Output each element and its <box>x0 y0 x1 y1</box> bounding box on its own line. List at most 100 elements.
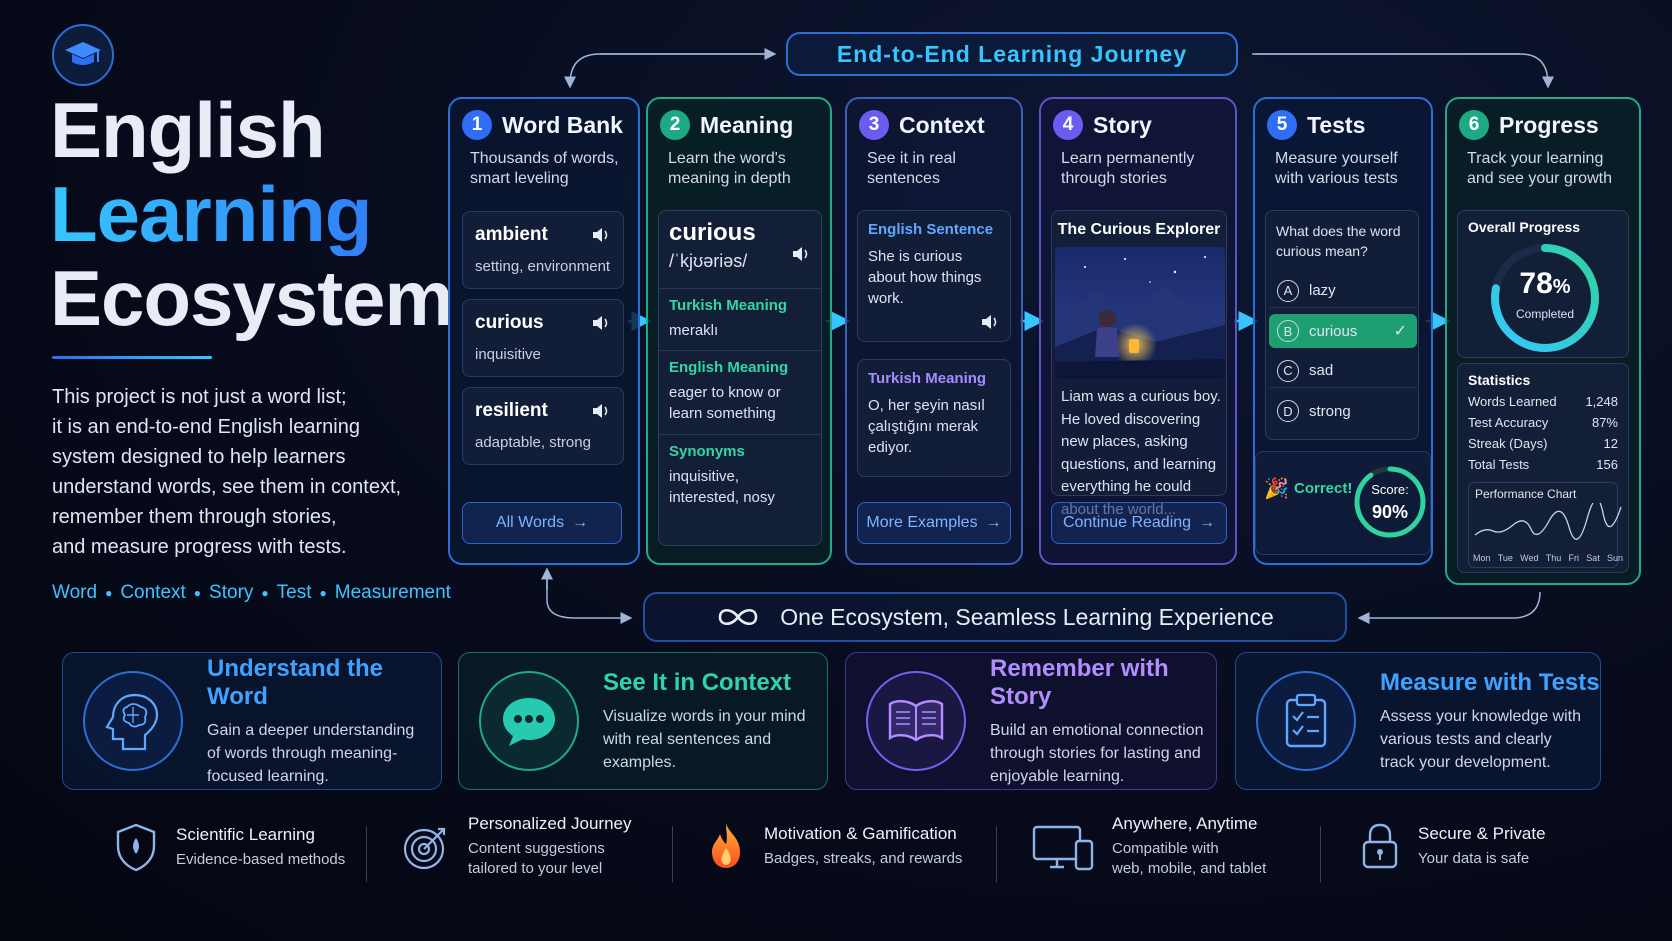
feature-desc-line: with real sentences and <box>603 730 772 748</box>
stat-value: 87% <box>1591 415 1618 430</box>
continue-reading-button[interactable]: Continue Reading → <box>1051 502 1227 544</box>
bottom-desc-line: tailored to your level <box>468 860 603 877</box>
speaker-icon[interactable] <box>591 314 611 332</box>
statistics-label: Statistics <box>1468 372 1531 388</box>
option-text: curious <box>1309 322 1358 340</box>
stat-row: Total Tests 156 <box>1468 457 1618 472</box>
target-icon <box>403 827 446 869</box>
hero-title-line2: Learning <box>50 172 453 256</box>
word-term: resilient <box>475 400 548 421</box>
overall-progress-box: Overall Progress 78% Completed <box>1457 210 1629 358</box>
tag-measurement: Measurement <box>334 582 451 603</box>
hero-description: This project is not just a word list; it… <box>52 382 432 562</box>
speaker-icon[interactable] <box>980 313 1000 331</box>
tag-test: Test <box>276 582 312 603</box>
hero-desc-line: system designed to help learners <box>52 446 346 468</box>
hero-tags: Word●Context●Story●Test●Measurement <box>52 582 451 604</box>
quiz-option-a[interactable]: A lazy <box>1269 274 1417 308</box>
option-letter: D <box>1277 400 1299 422</box>
speaker-icon[interactable] <box>591 402 611 420</box>
speaker-icon[interactable] <box>791 245 811 263</box>
feature-icon-circle <box>479 671 579 771</box>
bottom-title: Scientific Learning <box>176 824 315 844</box>
step-number: 5 <box>1267 110 1297 140</box>
result-box: 🎉 Correct! Score: 90% <box>1255 451 1431 555</box>
bottom-desc-line: Evidence-based methods <box>176 850 346 868</box>
turkish-meaning-value: meraklı <box>669 322 719 339</box>
feature-desc-line: of words through meaning- <box>207 744 398 762</box>
stat-value: 156 <box>1596 457 1618 472</box>
hero-title-line3: Ecosystem <box>50 254 454 342</box>
feature-desc-line: focused learning. <box>207 767 329 785</box>
hero-title-line1: English <box>50 86 326 174</box>
meaning-word-section: curious /ˈkjʊəriəs/ <box>659 211 821 289</box>
english-meaning-value: eager to know or learn something <box>669 384 781 422</box>
turkish-sentence-label: Turkish Meaning <box>868 370 987 387</box>
bottom-title: Secure & Private <box>1418 823 1546 843</box>
party-popper-icon: 🎉 <box>1264 478 1289 500</box>
divider <box>366 826 367 882</box>
divider <box>672 826 673 882</box>
button-label: Continue Reading <box>1062 514 1192 531</box>
night-scene-illustration <box>1055 247 1225 379</box>
option-letter: C <box>1277 359 1299 382</box>
step-number: 1 <box>462 110 492 140</box>
more-examples-button[interactable]: More Examples → <box>857 502 1011 544</box>
step-title: Context <box>899 111 985 138</box>
all-words-button[interactable]: All Words → <box>462 502 622 544</box>
word-item[interactable]: curious inquisitive <box>462 299 624 377</box>
feature-desc-line: through stories for lasting and <box>990 744 1201 762</box>
journey-banner: End-to-End Learning Journey <box>786 32 1238 76</box>
step-title: Tests <box>1307 111 1366 138</box>
performance-chart-label: Performance Chart <box>1475 487 1577 501</box>
word-item[interactable]: resilient adaptable, strong <box>462 387 624 465</box>
speaker-icon[interactable] <box>591 226 611 244</box>
feature-desc-line: Gain a deeper understanding <box>207 721 415 739</box>
synonyms-section: Synonyms inquisitive, interested, nosy <box>659 435 821 516</box>
step-card-meaning: 2 Meaning Learn the word's meaning in de… <box>646 97 832 565</box>
clipboard-checklist-icon <box>1285 693 1327 748</box>
tag-word: Word <box>52 582 98 603</box>
story-title: The Curious Explorer <box>1057 221 1221 238</box>
hero-desc-line: remember them through stories, <box>52 506 337 528</box>
tag-context: Context <box>120 582 186 603</box>
stat-label: Test Accuracy <box>1468 415 1549 430</box>
infinity-icon <box>718 608 758 626</box>
hero-desc-line: and measure progress with tests. <box>52 536 347 558</box>
bottom-desc: Content suggestions tailored to your lev… <box>468 839 631 879</box>
feature-card-context: See It in Context Visualize words in you… <box>458 652 828 790</box>
stat-label: Streak (Days) <box>1468 436 1548 451</box>
quiz-option-b-selected[interactable]: B curious ✓ <box>1269 314 1417 348</box>
synonyms-value: inquisitive, interested, nosy <box>669 468 775 506</box>
step-title: Meaning <box>700 111 794 138</box>
feature-icon-circle <box>83 671 183 771</box>
ecosystem-banner: One Ecosystem, Seamless Learning Experie… <box>643 592 1347 642</box>
quiz-option-c[interactable]: C sad <box>1269 354 1417 388</box>
hero-desc-line: understand words, see them in context, <box>52 476 402 498</box>
english-meaning-label: English Meaning <box>669 359 789 376</box>
arrow-right-icon: → <box>985 514 1002 531</box>
stat-value: 12 <box>1603 436 1618 451</box>
tag-separator: ● <box>105 585 113 600</box>
option-text: strong <box>1309 402 1351 420</box>
story-text: Liam was a curious boy. He loved discove… <box>1061 388 1221 518</box>
step-subtitle: Thousands of words, smart leveling <box>470 150 619 187</box>
feature-desc-line: Build an emotional connection <box>990 721 1204 739</box>
option-letter: B <box>1277 320 1299 342</box>
overall-progress-label: Overall Progress <box>1468 219 1581 235</box>
feature-title: Measure with Tests <box>1380 668 1600 696</box>
feature-desc-line: various tests and clearly <box>1380 730 1552 748</box>
bottom-item-personalized: Personalized Journey Content suggestions… <box>402 814 631 879</box>
bottom-desc-line: web, mobile, and tablet <box>1112 860 1267 877</box>
word-item[interactable]: ambient setting, environment <box>462 211 624 289</box>
hero-underline <box>52 356 212 359</box>
quiz-option-d[interactable]: D strong <box>1269 394 1417 428</box>
step-subtitle: Measure yourself with various tests <box>1275 150 1398 187</box>
stat-label: Total Tests <box>1468 457 1530 472</box>
bottom-item-scientific: Scientific Learning Evidence-based metho… <box>114 822 345 872</box>
score-ring <box>1354 466 1426 538</box>
open-book-icon <box>888 700 944 742</box>
bottom-title: Anywhere, Anytime <box>1112 814 1258 833</box>
bottom-desc-line: Content suggestions <box>468 840 605 857</box>
